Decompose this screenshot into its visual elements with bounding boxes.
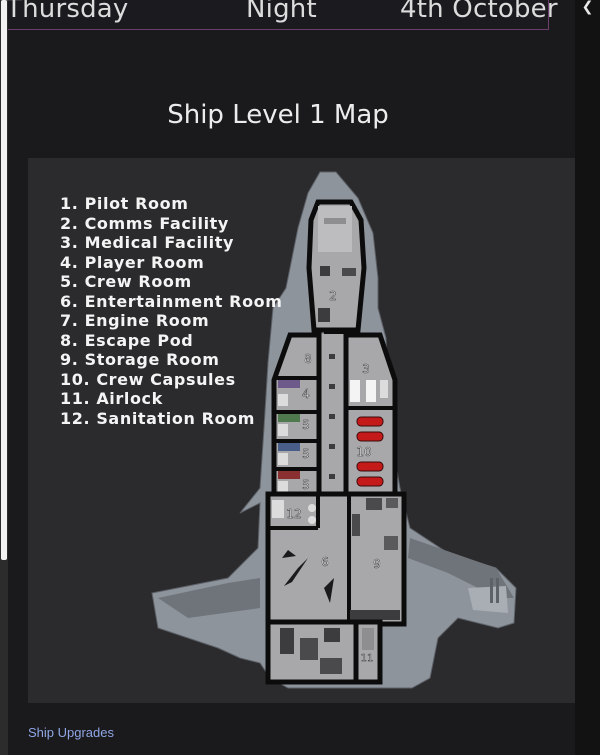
legend-item: 3. Medical Facility — [60, 233, 235, 252]
header-date: 4th October — [400, 0, 558, 24]
header-time-of-day: Night — [246, 0, 317, 24]
room-label-crew-capsules: 10 — [356, 445, 371, 459]
room-label-crew-room-a: 5 — [302, 418, 310, 432]
room-legend: 1. Pilot Room 2. Comms Facility 3. Medic… — [60, 194, 283, 428]
legend-item: 9. Storage Room — [60, 350, 220, 369]
chevron-left-icon[interactable]: ❮ — [581, 0, 594, 15]
ship-map: 2 8 3 4 5 5 5 10 12 6 9 11 — [151, 171, 517, 689]
right-rooms-block — [343, 332, 398, 499]
lower-rooms-block — [265, 491, 407, 627]
date-header: Thursday Night 4th October — [6, 0, 558, 30]
room-label-medical: 3 — [362, 362, 370, 376]
room-label-sanitation: 12 — [286, 507, 301, 521]
room-label-player-room: 4 — [302, 387, 310, 401]
room-label-entertainment: 6 — [321, 555, 329, 569]
ship-map-panel: 2 8 3 4 5 5 5 10 12 6 9 11 1. Pilot Room… — [28, 158, 575, 703]
legend-item: 5. Crew Room — [60, 272, 192, 291]
left-scrollbar[interactable] — [0, 0, 8, 755]
header-day: Thursday — [6, 0, 129, 24]
legend-item: 2. Comms Facility — [60, 213, 229, 233]
room-label-crew-room-c: 5 — [302, 478, 310, 492]
ship-upgrades-link[interactable]: Ship Upgrades — [28, 725, 114, 740]
scrollbar-thumb[interactable] — [1, 0, 7, 560]
legend-item: 11. Airlock — [60, 389, 163, 408]
page-content: Thursday Night 4th October Ship Level 1 … — [6, 0, 575, 755]
page-title: Ship Level 1 Map — [167, 100, 389, 130]
legend-item: 10. Crew Capsules — [60, 369, 236, 389]
room-label-escape-pod: 8 — [304, 352, 312, 366]
legend-item: 1. Pilot Room — [60, 194, 189, 213]
room-label-airlock: 11 — [361, 653, 374, 664]
legend-item: 4. Player Room — [60, 252, 205, 272]
room-label-comms: 2 — [329, 289, 337, 303]
right-sidebar-strip: ❮ — [575, 0, 600, 755]
legend-item: 7. Engine Room — [60, 311, 210, 330]
legend-item: 6. Entertainment Room — [60, 291, 283, 311]
legend-item: 12. Sanitation Room — [60, 408, 256, 428]
room-label-storage: 9 — [373, 557, 381, 571]
legend-item: 8. Escape Pod — [60, 330, 194, 350]
room-label-crew-room-b: 5 — [302, 447, 310, 461]
